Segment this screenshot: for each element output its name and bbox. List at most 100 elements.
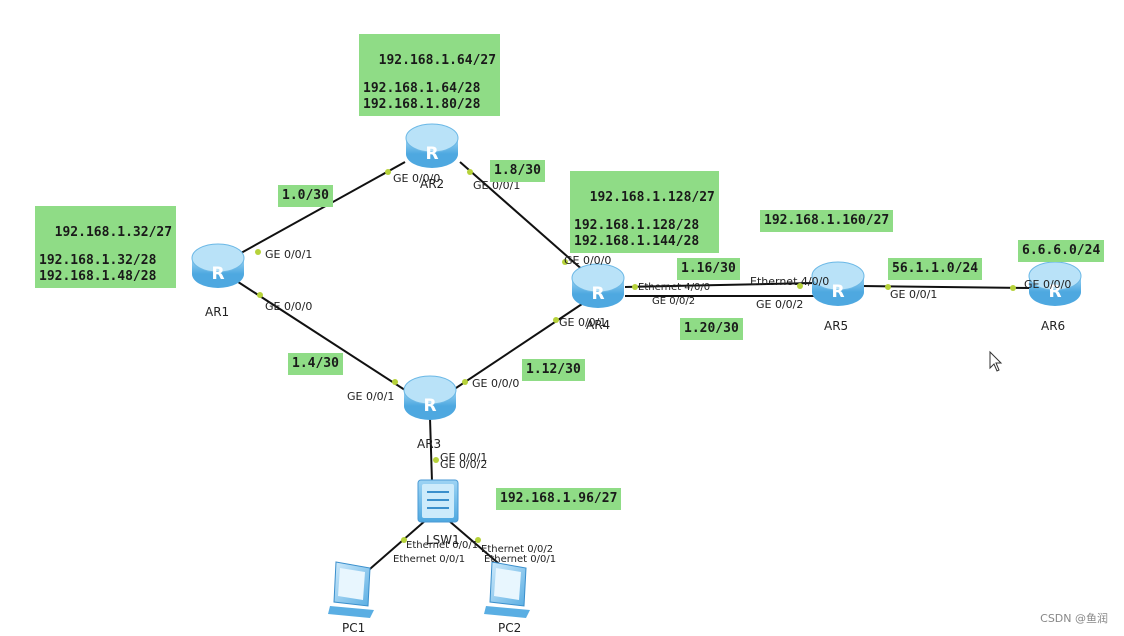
router-glyph: R bbox=[423, 396, 436, 416]
pc-base bbox=[328, 606, 374, 618]
port-dots bbox=[255, 169, 1016, 543]
port-label: GE 0/0/2 bbox=[652, 296, 695, 307]
mouse-cursor-icon bbox=[989, 350, 1003, 372]
router-ar6[interactable]: R bbox=[1028, 261, 1082, 306]
router-top bbox=[811, 261, 865, 291]
port-dot bbox=[553, 317, 559, 323]
subnet-text: 192.168.1.128/27 bbox=[589, 190, 715, 205]
port-dot bbox=[562, 259, 568, 265]
watermark: CSDN @鱼润 bbox=[1040, 612, 1108, 625]
subnet-text: 192.168.1.64/27 bbox=[378, 53, 497, 68]
port-label: Ethernet 0/0/1 bbox=[406, 540, 478, 551]
device-label-ar5: AR5 bbox=[824, 319, 848, 333]
subnet-label-ar6-lan: 6.6.6.0/24 bbox=[1018, 240, 1105, 262]
port-dot bbox=[467, 169, 473, 175]
device-labels: AR1 AR2 AR3 AR4 AR5 AR6 LSW1 PC1 PC2 bbox=[205, 177, 1065, 635]
router-ar2[interactable]: R bbox=[405, 123, 459, 168]
port-label: GE 0/0/0 bbox=[1024, 278, 1071, 291]
port-label: GE 0/0/1 bbox=[890, 288, 937, 301]
cursor-shape bbox=[989, 350, 1003, 372]
link-ar1-ar2 bbox=[231, 161, 406, 259]
port-label: GE 0/0/1 bbox=[347, 390, 394, 403]
port-label: Ethernet 4/0/0 bbox=[638, 282, 710, 293]
port-labels: GE 0/0/0 GE 0/0/1 GE 0/0/1 GE 0/0/0 GE 0… bbox=[265, 172, 1071, 565]
device-label-lsw1: LSW1 bbox=[426, 533, 460, 547]
port-label: Ethernet 0/0/2 bbox=[481, 544, 553, 555]
subnet-text: 192.168.1.80/28 bbox=[363, 97, 481, 112]
link-ar2-ar4 bbox=[459, 161, 586, 273]
link-label-ar2-ar4: 1.8/30 bbox=[490, 160, 545, 182]
switch-lsw1[interactable] bbox=[417, 479, 459, 523]
link-label-ar3-ar4: 1.12/30 bbox=[522, 359, 585, 381]
port-label: GE 0/0/0 bbox=[265, 300, 312, 313]
subnet-text: 192.168.1.144/28 bbox=[574, 234, 700, 249]
subnet-text: 192.168.1.48/28 bbox=[39, 269, 157, 284]
port-label: GE 0/0/1 bbox=[440, 451, 487, 464]
device-label-pc2: PC2 bbox=[498, 621, 521, 635]
link-ar3-lsw bbox=[429, 417, 433, 483]
device-label-ar6: AR6 bbox=[1041, 319, 1065, 333]
port-dot bbox=[433, 457, 439, 463]
pc-pc2[interactable] bbox=[484, 561, 530, 618]
port-dot bbox=[462, 379, 468, 385]
port-dot bbox=[475, 537, 481, 543]
link-label-ar5-ar6: 56.1.1.0/24 bbox=[888, 258, 983, 280]
link-lsw-pc1 bbox=[362, 519, 427, 576]
router-glyph: R bbox=[1048, 282, 1061, 302]
link-ar3-ar4 bbox=[449, 301, 586, 393]
port-label: GE 0/0/1 bbox=[473, 179, 520, 192]
port-dot bbox=[797, 283, 803, 289]
router-top bbox=[1028, 261, 1082, 291]
port-dot bbox=[255, 249, 261, 255]
port-dot bbox=[632, 284, 638, 290]
router-glyph: R bbox=[591, 284, 604, 304]
router-glyph: R bbox=[425, 144, 438, 164]
router-ar5[interactable]: R bbox=[811, 261, 865, 306]
link-label-ar1-ar2: 1.0/30 bbox=[278, 185, 333, 207]
port-dot bbox=[392, 379, 398, 385]
port-dot bbox=[385, 169, 391, 175]
router-glyph: R bbox=[211, 264, 224, 284]
pc-screen-inner bbox=[338, 568, 365, 600]
router-top bbox=[405, 123, 459, 153]
port-label: Ethernet 4/0/0 bbox=[750, 275, 829, 288]
subnet-text: 192.168.1.128/28 bbox=[574, 218, 700, 233]
port-label: GE 0/0/1 bbox=[559, 316, 606, 329]
router-ar4[interactable]: R bbox=[571, 263, 625, 308]
subnet-label-lsw-lan: 192.168.1.96/27 bbox=[496, 488, 622, 510]
device-label-ar4: AR4 bbox=[586, 318, 610, 332]
port-label: Ethernet 0/0/1 bbox=[484, 554, 556, 565]
device-label-ar3: AR3 bbox=[417, 437, 441, 451]
router-top bbox=[403, 375, 457, 405]
port-dot bbox=[257, 292, 263, 298]
pc-base bbox=[484, 606, 530, 618]
port-dot bbox=[885, 284, 891, 290]
device-label-ar1: AR1 bbox=[205, 305, 229, 319]
link-ar4-ar5-a bbox=[624, 282, 816, 288]
port-label: GE 0/0/2 bbox=[756, 298, 803, 311]
router-glyph: R bbox=[831, 282, 844, 302]
router-top bbox=[571, 263, 625, 293]
subnet-text: 192.168.1.32/28 bbox=[39, 253, 157, 268]
router-ar1[interactable]: R bbox=[191, 243, 245, 288]
subnet-label-ar5-lan: 192.168.1.160/27 bbox=[760, 210, 894, 232]
port-label: GE 0/0/2 bbox=[440, 458, 487, 471]
link-label-ar1-ar3: 1.4/30 bbox=[288, 353, 343, 375]
link-label-ar4-ar5-a: 1.16/30 bbox=[677, 258, 740, 280]
device-label-ar2: AR2 bbox=[420, 177, 444, 191]
port-label: GE 0/0/0 bbox=[472, 377, 519, 390]
port-label: GE 0/0/1 bbox=[265, 248, 312, 261]
router-ar3[interactable]: R bbox=[403, 375, 457, 420]
router-top bbox=[191, 243, 245, 273]
link-label-ar4-ar5-b: 1.20/30 bbox=[680, 318, 743, 340]
port-label: GE 0/0/0 bbox=[393, 172, 440, 185]
pc-pc1[interactable] bbox=[328, 561, 374, 618]
port-label: Ethernet 0/0/1 bbox=[393, 554, 465, 565]
subnet-text: 192.168.1.64/28 bbox=[363, 81, 481, 96]
port-dot bbox=[1010, 285, 1016, 291]
port-dot bbox=[401, 537, 407, 543]
